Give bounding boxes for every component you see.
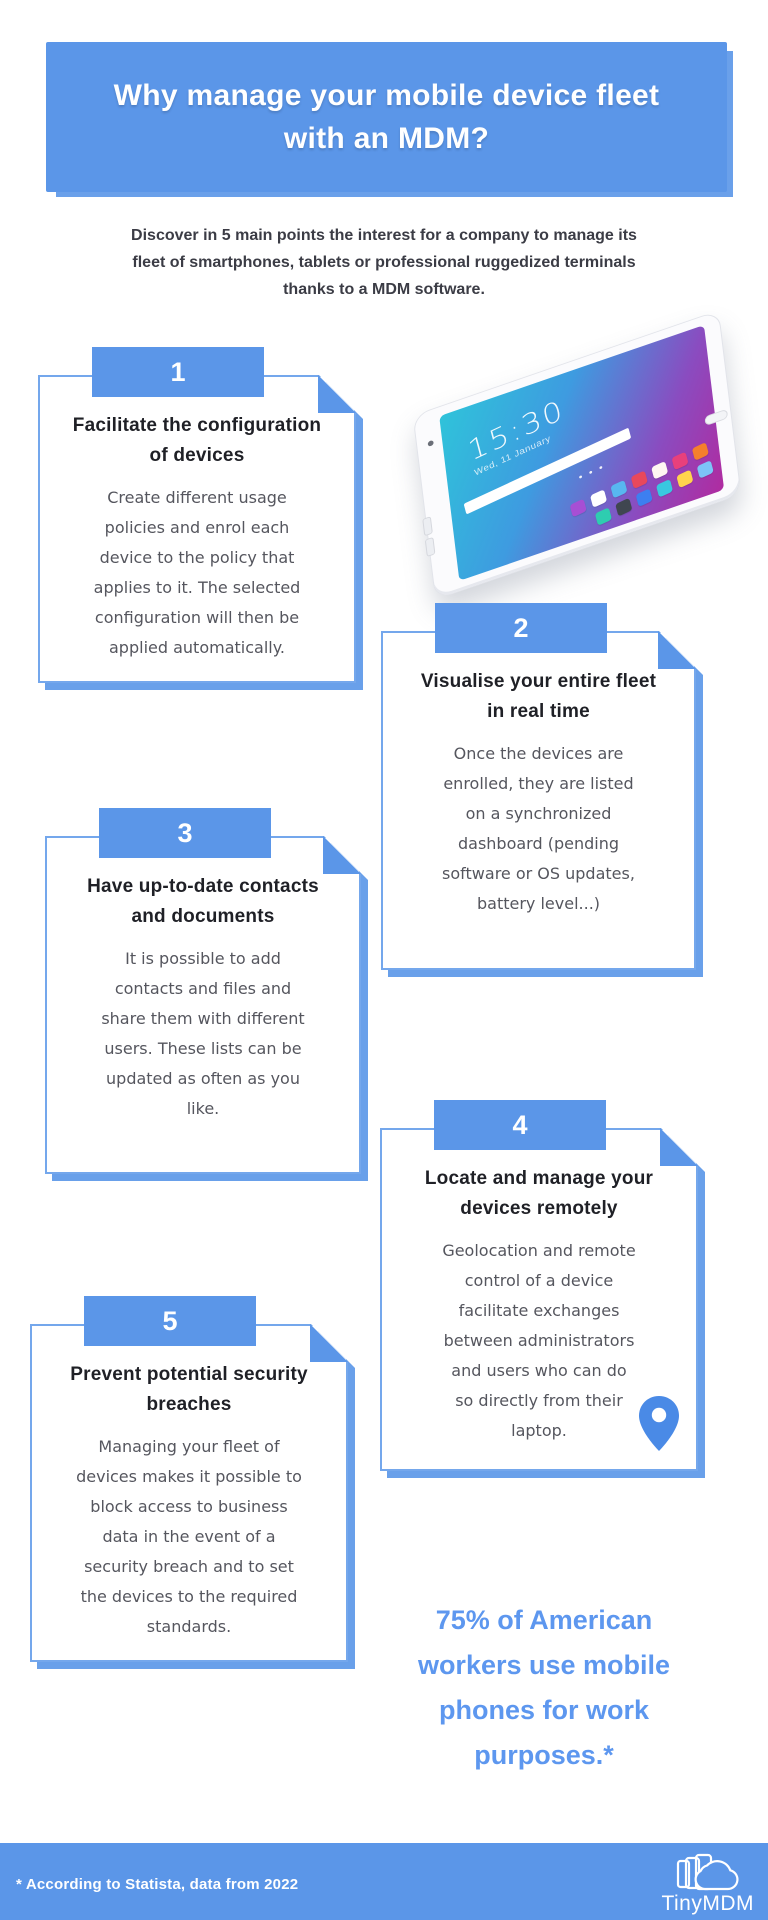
tablet-side-button xyxy=(424,536,436,558)
card-panel: Visualise your entire fleet in real time… xyxy=(381,631,696,970)
card-5: Prevent potential security breaches Mana… xyxy=(30,1296,348,1662)
app-icon xyxy=(676,469,694,489)
app-icon xyxy=(691,442,709,461)
intro-text: Discover in 5 main points the interest f… xyxy=(131,227,637,298)
app-icon xyxy=(671,451,689,471)
folded-corner-icon xyxy=(660,1128,698,1166)
card-number-tab: 2 xyxy=(435,603,607,653)
card-body: Create different usage policies and enro… xyxy=(93,488,301,657)
card-3: Have up-to-date contacts and documents I… xyxy=(45,808,361,1174)
card-1: Facilitate the configuration of devices … xyxy=(38,347,356,683)
app-icon xyxy=(635,488,653,508)
statistic-text: 75% of American workers use mobile phone… xyxy=(417,1605,671,1770)
card-body: Geolocation and remote control of a devi… xyxy=(442,1241,636,1440)
folded-corner-icon xyxy=(318,375,356,413)
card-title: Visualise your entire fleet in real time xyxy=(420,671,657,722)
folded-corner-icon xyxy=(310,1324,348,1362)
tablet-dots: • • • xyxy=(577,461,607,484)
tablet-illustration: 15:30 Wed, 11 January • • • xyxy=(412,309,742,601)
card-title: Locate and manage your devices remotely xyxy=(424,1168,654,1219)
card-number-tab: 3 xyxy=(99,808,271,858)
card-number: 2 xyxy=(513,612,529,643)
app-icon xyxy=(655,478,674,498)
card-2: Visualise your entire fleet in real time… xyxy=(381,603,696,970)
app-icon xyxy=(589,489,608,508)
page-title: Why manage your mobile device fleet with… xyxy=(113,79,660,155)
tinymdm-cloud-logo-icon xyxy=(676,1853,739,1890)
folded-corner-icon xyxy=(323,836,361,874)
footer-source-note: * According to Statista, data from 2022 xyxy=(16,1876,299,1893)
footer-bar: * According to Statista, data from 2022 … xyxy=(0,1843,768,1920)
card-number: 4 xyxy=(512,1109,528,1140)
card-panel: Locate and manage your devices remotely … xyxy=(380,1128,698,1471)
card-body: It is possible to add contacts and files… xyxy=(101,949,305,1118)
card-title: Prevent potential security breaches xyxy=(70,1364,308,1415)
tablet-camera-dot xyxy=(427,439,434,447)
card-panel: Facilitate the configuration of devices … xyxy=(38,375,356,683)
card-number-tab: 4 xyxy=(434,1100,606,1150)
card-title: Facilitate the configuration of devices xyxy=(72,415,322,466)
card-panel: Prevent potential security breaches Mana… xyxy=(30,1324,348,1662)
app-icon xyxy=(630,470,648,490)
folded-corner-icon xyxy=(658,631,696,669)
tablet-screen: 15:30 Wed, 11 January • • • xyxy=(439,324,725,581)
card-4: Locate and manage your devices remotely … xyxy=(380,1100,698,1471)
card-body: Once the devices are enrolled, they are … xyxy=(442,744,635,913)
app-icon xyxy=(696,460,714,479)
app-icon xyxy=(651,460,669,480)
card-number: 3 xyxy=(177,817,193,848)
brand-block: TinyMDM xyxy=(661,1850,754,1916)
card-number: 1 xyxy=(170,356,186,387)
header-banner: Why manage your mobile device fleet with… xyxy=(46,42,727,192)
card-number-tab: 1 xyxy=(92,347,264,397)
card-number: 5 xyxy=(162,1305,178,1336)
brand-name: TinyMDM xyxy=(661,1891,754,1915)
card-number-tab: 5 xyxy=(84,1296,256,1346)
tablet-side-button xyxy=(422,516,433,537)
location-pin-icon xyxy=(638,1395,680,1453)
app-icon xyxy=(615,497,633,517)
app-icon xyxy=(610,479,628,499)
card-body: Managing your fleet of devices makes it … xyxy=(76,1437,302,1636)
card-title: Have up-to-date contacts and documents xyxy=(87,876,319,927)
app-icon xyxy=(569,498,587,518)
app-icon xyxy=(594,507,613,526)
card-panel: Have up-to-date contacts and documents I… xyxy=(45,836,361,1174)
